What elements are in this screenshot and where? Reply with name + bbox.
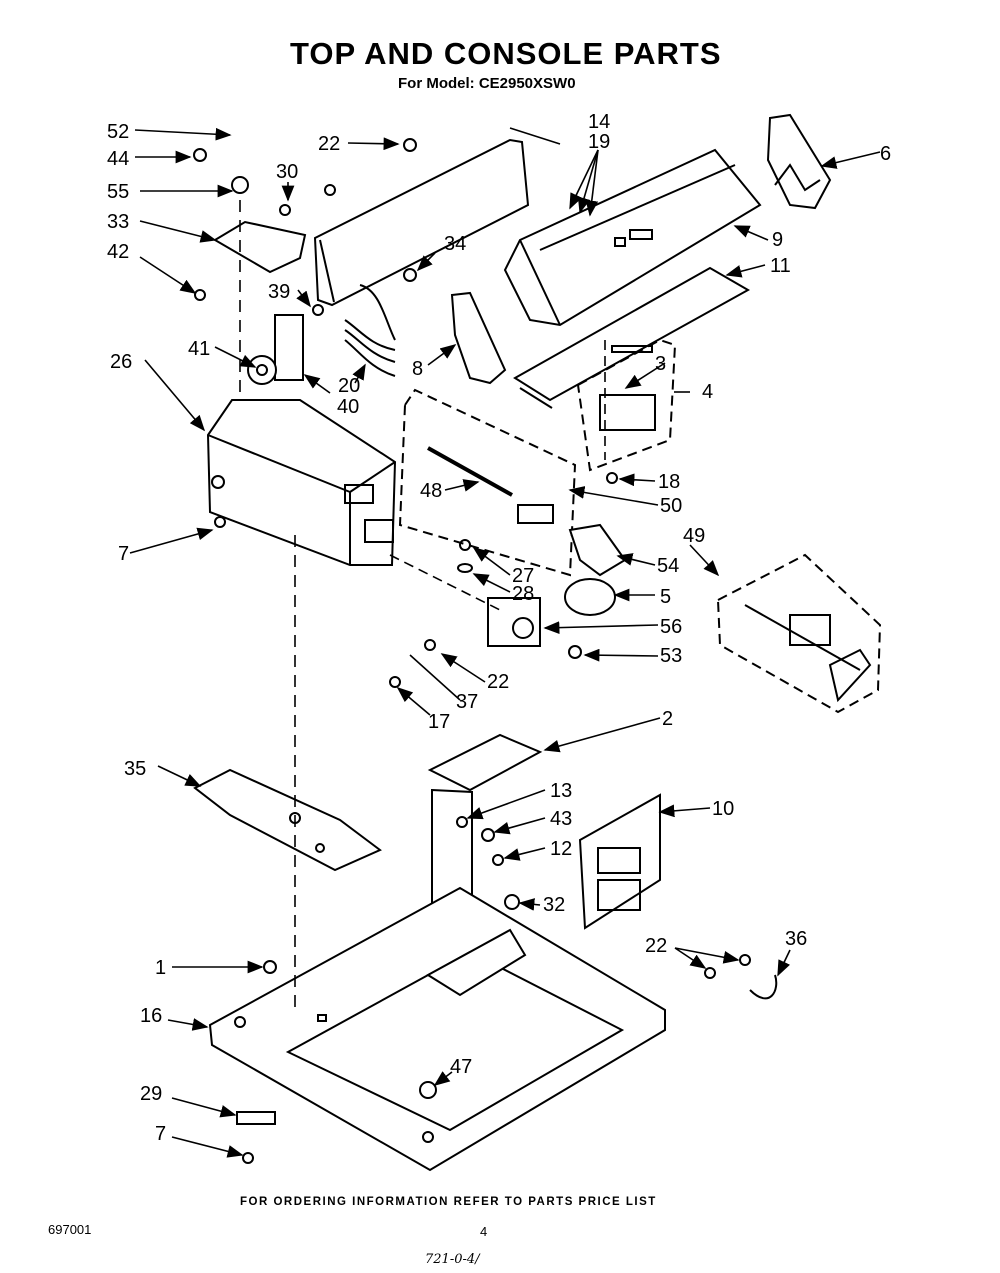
callout-37: 37 (456, 691, 478, 713)
callout-18: 18 (658, 471, 680, 493)
callout-47: 47 (450, 1056, 472, 1078)
callout-43: 43 (550, 808, 572, 830)
page-title: TOP AND CONSOLE PARTS (290, 36, 722, 71)
callout-11: 11 (770, 255, 791, 277)
callout-29: 29 (140, 1083, 162, 1105)
assembly-box-4 (576, 338, 677, 472)
mounting-bracket-part (213, 220, 307, 274)
callout-35: 35 (124, 758, 146, 780)
callout-17: 17 (428, 711, 450, 733)
door-switch-parts (487, 523, 627, 647)
callout-52: 52 (107, 121, 129, 143)
callout-19: 19 (588, 131, 610, 153)
callout-50: 50 (660, 495, 682, 517)
callout-8: 8 (412, 358, 423, 380)
control-panel-part (503, 148, 762, 327)
callout-48: 48 (420, 480, 442, 502)
callout-53: 53 (660, 645, 682, 667)
callout-34: 34 (444, 233, 466, 255)
panel-trim-strip-part (513, 266, 751, 409)
callout-26: 26 (110, 351, 132, 373)
callout-22-right: 22 (645, 935, 667, 957)
callout-7-bottom: 7 (155, 1123, 166, 1145)
callout-27: 27 (512, 565, 534, 587)
callout-5: 5 (660, 586, 671, 608)
callout-22-top: 22 (318, 133, 340, 155)
cover-plate-part (193, 768, 382, 872)
callout-14: 14 (588, 111, 610, 133)
page-number: 4 (480, 1224, 488, 1239)
assembly-box-49 (716, 553, 882, 714)
callout-9: 9 (772, 229, 783, 251)
callout-4: 4 (702, 381, 713, 403)
callout-12: 12 (550, 838, 572, 860)
handwritten-mark: 721-0-4/ (425, 1252, 480, 1267)
callout-44: 44 (107, 148, 129, 170)
dryer-top-part (208, 886, 666, 1172)
callout-20: 20 (338, 375, 360, 397)
callout-49: 49 (683, 525, 705, 547)
callout-3: 3 (655, 353, 666, 375)
callout-39: 39 (268, 281, 290, 303)
callout-7-top: 7 (118, 543, 129, 565)
document-number: 697001 (48, 1222, 92, 1237)
callout-42: 42 (107, 241, 129, 263)
callout-41: 41 (188, 338, 210, 360)
callout-32: 32 (543, 894, 565, 916)
callout-55: 55 (107, 181, 129, 203)
left-end-cap-part (450, 291, 507, 385)
timer-switch-part (247, 314, 304, 385)
callout-54: 54 (657, 555, 679, 577)
assembly-box-50 (398, 388, 577, 577)
lint-screen-part (578, 793, 661, 930)
callout-40: 40 (337, 396, 359, 418)
callout-1: 1 (155, 957, 166, 979)
console-housing-part (206, 399, 397, 566)
callout-2: 2 (662, 708, 673, 730)
callout-56: 56 (660, 616, 682, 638)
callout-6: 6 (880, 143, 891, 165)
callout-33: 33 (107, 211, 129, 233)
end-cap-part (766, 113, 832, 210)
console-rear-panel-part (313, 138, 530, 307)
callout-30: 30 (276, 161, 298, 183)
callout-16: 16 (140, 1005, 162, 1027)
ordering-note: FOR ORDERING INFORMATION REFER TO PARTS … (240, 1196, 657, 1208)
model-subtitle: For Model: CE2950XSW0 (398, 75, 576, 92)
callout-36: 36 (785, 928, 807, 950)
callout-13: 13 (550, 780, 572, 802)
callout-10: 10 (712, 798, 734, 820)
wiring-harness-part (344, 284, 396, 377)
callout-28: 28 (512, 583, 534, 605)
callout-22-mid: 22 (487, 671, 509, 693)
